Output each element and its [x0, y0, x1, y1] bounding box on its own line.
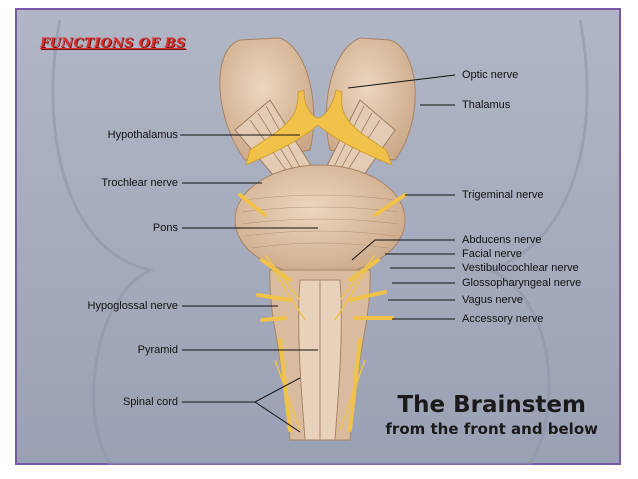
optic-tracts	[245, 89, 393, 166]
label-hypoglossal-nerve: Hypoglossal nerve	[87, 300, 179, 312]
label-abducens-nerve: Abducens nerve	[462, 234, 542, 246]
label-trochlear-nerve: Trochlear nerve	[101, 177, 178, 189]
label-glossopharyngeal-nerve: Glossopharyngeal nerve	[462, 277, 582, 289]
title-main: The Brainstem	[397, 392, 586, 418]
label-facial-nerve: Facial nerve	[462, 248, 522, 260]
label-optic-nerve: Optic nerve	[462, 69, 519, 81]
pyramid-left	[298, 279, 321, 441]
fine-nerve-fibers	[264, 254, 376, 431]
title-subtitle: from the front and below	[385, 420, 598, 438]
label-pyramid: Pyramid	[137, 344, 178, 356]
diagram-title: The Brainstem from the front and below	[385, 392, 598, 438]
label-vestibulocochlear-nerve: Vestibulocochlear nerve	[462, 262, 579, 274]
label-accessory-nerve: Accessory nerve	[462, 313, 544, 325]
section-heading: FUNCTIONS OF BS	[40, 36, 186, 51]
label-thalamus: Thalamus	[462, 99, 511, 111]
label-vagus-nerve: Vagus nerve	[462, 294, 523, 306]
label-trigeminal-nerve: Trigeminal nerve	[462, 189, 544, 201]
label-pons: Pons	[152, 222, 178, 234]
label-hypothalamus: Hypothalamus	[107, 129, 178, 141]
leader-lines	[180, 74, 456, 433]
pyramid-right	[319, 279, 342, 441]
pons	[234, 164, 406, 276]
skull-outline	[51, 19, 589, 465]
label-spinal-cord: Spinal cord	[122, 396, 178, 408]
